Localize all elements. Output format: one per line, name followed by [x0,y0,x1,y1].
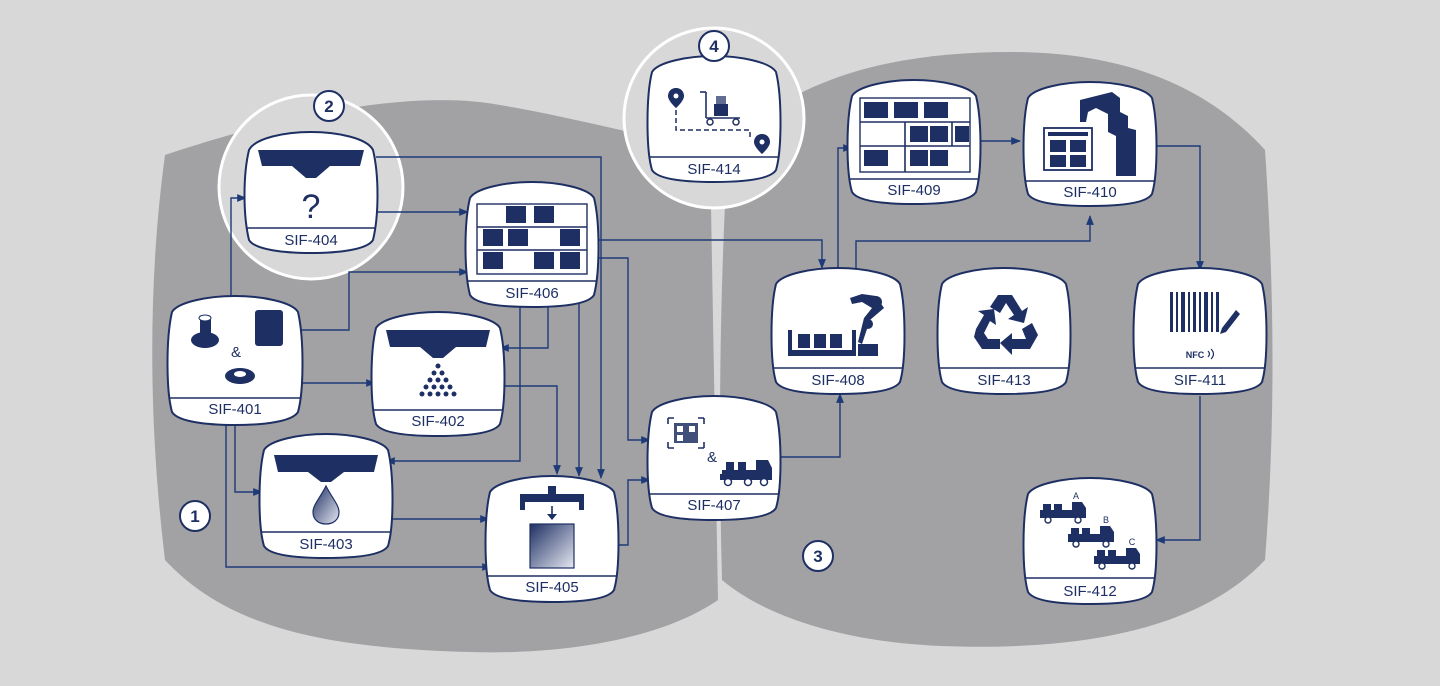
warehouse-rack-icon [859,97,971,173]
node-label: SIF-412 [1063,583,1116,600]
connectors [225,137,1204,571]
barcode-nfc-icon: NFC [1170,292,1240,360]
node-sif-414[interactable]: SIF-414 [646,54,782,184]
svg-text:&: & [707,449,717,466]
node-sif-411[interactable]: NFC SIF-411 [1132,266,1268,396]
robot-arm-icon [788,294,884,356]
node-label: SIF-410 [1063,184,1116,201]
robot-loader-icon [1043,92,1136,176]
delivery-trucks-icon: A B C [1040,491,1140,570]
svg-text:&: & [231,344,241,361]
svg-text:NFC: NFC [1186,350,1205,360]
node-label: SIF-404 [284,232,337,249]
node-sif-413[interactable]: SIF-413 [936,266,1072,396]
svg-text:C: C [1129,537,1136,547]
unknown-dispenser-icon: ? [258,150,364,226]
svg-text:1: 1 [190,507,199,526]
zone-marker-1: 1 [179,500,211,532]
liquid-dispenser-icon [274,455,378,525]
node-sif-409[interactable]: SIF-409 [846,78,982,206]
node-label: SIF-411 [1174,372,1226,389]
granule-dispenser-icon [386,330,490,397]
node-sif-406[interactable]: SIF-406 [464,180,600,309]
shelf-storage-icon [476,203,588,275]
zone-marker-4: 4 [698,30,730,62]
svg-text:?: ? [302,188,321,226]
parts-icon: & [191,310,283,384]
node-label: SIF-405 [525,579,578,596]
zone-marker-2: 2 [313,90,345,122]
press-icon [520,486,584,569]
node-label: SIF-414 [687,161,740,178]
node-sif-401[interactable]: & SIF-401 [166,294,304,427]
node-label: SIF-413 [977,372,1030,389]
node-sif-404[interactable]: ? SIF-404 [243,130,379,255]
node-sif-412[interactable]: A B C SIF-412 [1022,476,1158,606]
node-sif-407[interactable]: & SIF-407 [646,394,782,522]
zone-marker-3: 3 [802,540,834,572]
node-label: SIF-408 [811,372,864,389]
svg-text:A: A [1073,491,1079,501]
node-label: SIF-407 [687,497,740,514]
node-sif-403[interactable]: SIF-403 [258,432,394,560]
route-cart-icon [668,88,770,154]
svg-text:B: B [1103,515,1109,525]
node-label: SIF-401 [208,401,261,418]
node-sif-402[interactable]: SIF-402 [370,310,506,438]
svg-text:4: 4 [709,37,719,56]
node-label: SIF-402 [411,413,464,430]
recycle-icon [974,295,1038,355]
node-sif-410[interactable]: SIF-410 [1022,80,1158,208]
qr-code-truck-icon: & [667,417,772,487]
node-sif-408[interactable]: SIF-408 [770,266,906,396]
node-label: SIF-406 [505,285,558,302]
svg-text:2: 2 [324,97,333,116]
node-label: SIF-403 [299,536,352,553]
node-label: SIF-409 [887,182,940,199]
node-sif-405[interactable]: SIF-405 [484,474,620,604]
svg-text:3: 3 [813,547,822,566]
